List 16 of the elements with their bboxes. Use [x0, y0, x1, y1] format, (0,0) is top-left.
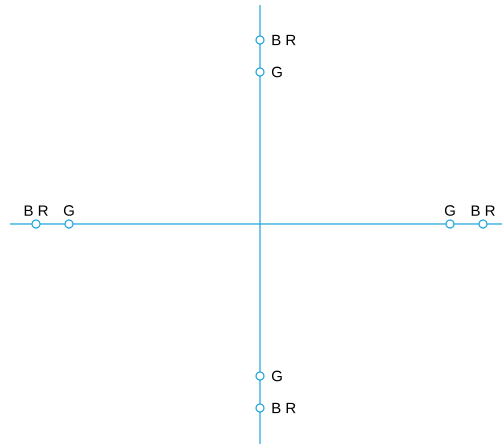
point-circle: [478, 219, 488, 229]
point-label: G: [272, 370, 282, 382]
point-circle: [31, 219, 41, 229]
point-label: G: [64, 205, 74, 216]
point-label: B R: [272, 402, 296, 414]
point-circle: [255, 403, 265, 413]
point-circle: [255, 67, 265, 77]
point-circle: [445, 219, 455, 229]
point-circle: [255, 371, 265, 381]
point-label: G: [444, 205, 455, 216]
point-circle: [64, 219, 74, 229]
point-label: B R: [24, 205, 48, 216]
point-label: G: [272, 66, 282, 78]
point-circle: [255, 35, 265, 45]
point-label: B R: [272, 34, 296, 46]
point-label: B R: [472, 205, 495, 216]
